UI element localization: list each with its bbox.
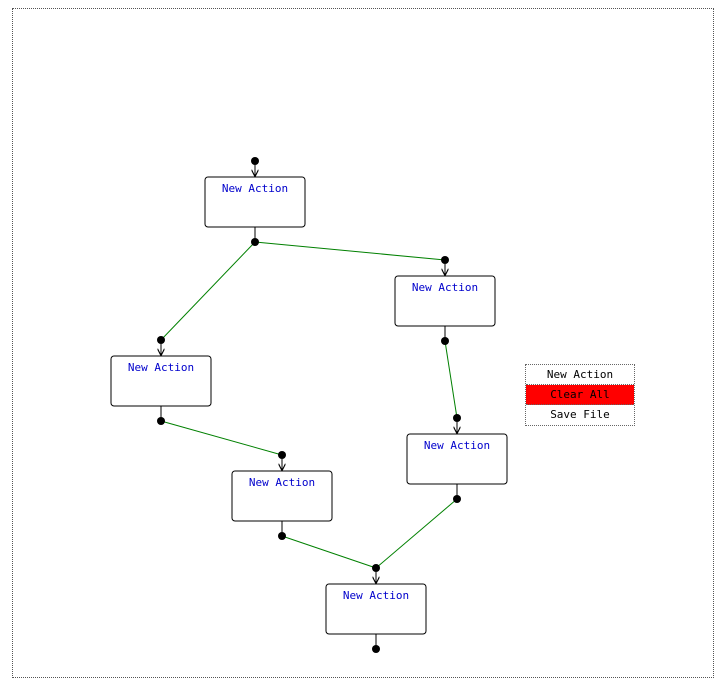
output-port[interactable] bbox=[453, 495, 461, 503]
action-node[interactable]: New Action bbox=[325, 564, 427, 653]
input-port[interactable] bbox=[157, 336, 165, 344]
output-port[interactable] bbox=[157, 417, 165, 425]
connector-line[interactable] bbox=[375, 498, 458, 569]
input-port[interactable] bbox=[278, 451, 286, 459]
context-menu: New Action Clear All Save File bbox=[525, 364, 635, 426]
connector-line[interactable] bbox=[281, 535, 377, 569]
input-port[interactable] bbox=[441, 256, 449, 264]
action-node-label: New Action bbox=[128, 361, 194, 374]
action-node-label: New Action bbox=[343, 589, 409, 602]
input-port[interactable] bbox=[372, 564, 380, 572]
action-node[interactable]: New Action bbox=[231, 451, 333, 540]
action-node-label: New Action bbox=[424, 439, 490, 452]
output-port[interactable] bbox=[278, 532, 286, 540]
output-port[interactable] bbox=[372, 645, 380, 653]
action-node[interactable]: New Action bbox=[406, 414, 508, 503]
input-port[interactable] bbox=[251, 157, 259, 165]
action-node[interactable]: New Action bbox=[110, 336, 212, 425]
action-node[interactable]: New Action bbox=[204, 157, 306, 246]
action-node-label: New Action bbox=[249, 476, 315, 489]
menu-save-file[interactable]: Save File bbox=[550, 408, 610, 421]
connector-line[interactable] bbox=[444, 340, 458, 419]
connector-line[interactable] bbox=[160, 241, 256, 341]
action-node-label: New Action bbox=[222, 182, 288, 195]
output-port[interactable] bbox=[251, 238, 259, 246]
connector-line[interactable] bbox=[160, 420, 283, 456]
diagram-canvas[interactable] bbox=[12, 8, 714, 678]
output-port[interactable] bbox=[441, 337, 449, 345]
menu-clear-all[interactable]: Clear All bbox=[526, 385, 634, 405]
input-port[interactable] bbox=[453, 414, 461, 422]
menu-new-action[interactable]: New Action bbox=[526, 365, 634, 385]
action-node[interactable]: New Action bbox=[394, 256, 496, 345]
action-node-label: New Action bbox=[412, 281, 478, 294]
connector-line[interactable] bbox=[254, 241, 446, 261]
